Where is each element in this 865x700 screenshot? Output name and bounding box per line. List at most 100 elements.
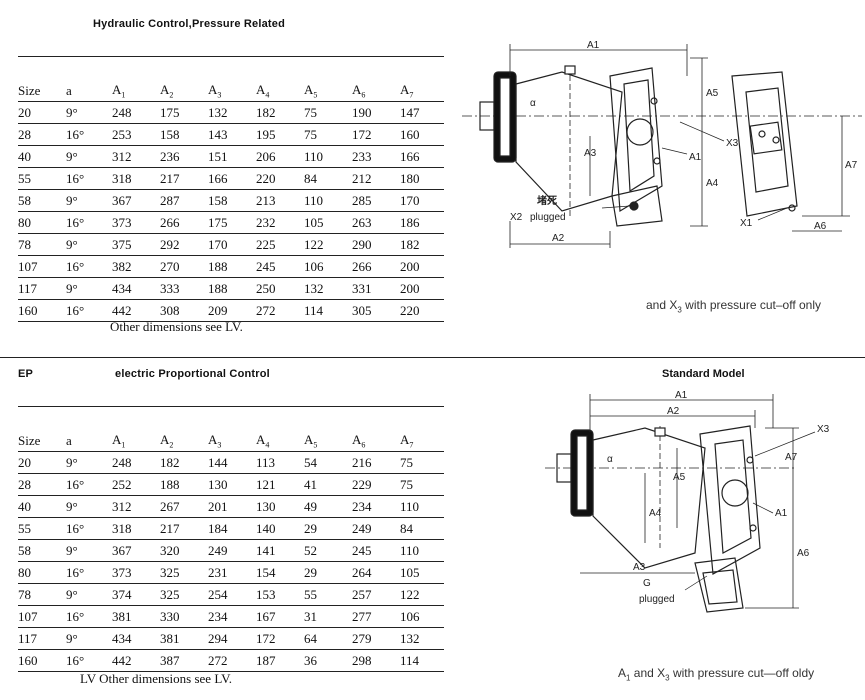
table-cell: 249 xyxy=(208,539,256,562)
column-header: A5 xyxy=(304,80,352,102)
table-cell: 290 xyxy=(352,233,400,256)
table-cell: 80 xyxy=(18,211,66,234)
table-cell: 182 xyxy=(256,101,304,124)
table-cell: 114 xyxy=(304,299,352,322)
table-cell: 184 xyxy=(208,517,256,540)
section1-top-rule xyxy=(18,56,444,57)
table-cell: 121 xyxy=(256,473,304,496)
table-cell: 200 xyxy=(400,255,444,278)
table-cell: 217 xyxy=(160,517,208,540)
table-cell: 180 xyxy=(400,167,444,190)
dim-a3-label: A3 xyxy=(633,562,646,573)
section2-caption: A1 and X3 with pressure cut—off oldy xyxy=(618,666,815,683)
table-cell: 141 xyxy=(256,539,304,562)
table-cell: 249 xyxy=(352,517,400,540)
standard-model-title: Standard Model xyxy=(662,368,745,380)
table-cell: 170 xyxy=(400,189,444,212)
x2-label: X2 xyxy=(510,212,523,223)
table-cell: 55 xyxy=(18,167,66,190)
table-cell: 382 xyxy=(112,255,160,278)
table-cell: 172 xyxy=(352,123,400,146)
section2-code: EP xyxy=(18,368,34,380)
table-cell: 75 xyxy=(304,101,352,124)
table-cell: 40 xyxy=(18,495,66,518)
table-cell: 78 xyxy=(18,583,66,606)
table-cell: 308 xyxy=(160,299,208,322)
table-cell: 16° xyxy=(66,473,112,496)
table-cell: 254 xyxy=(208,583,256,606)
table-cell: 36 xyxy=(304,649,352,672)
table-cell: 110 xyxy=(400,495,444,518)
table-cell: 106 xyxy=(304,255,352,278)
table-cell: 233 xyxy=(352,145,400,168)
table-cell: 305 xyxy=(352,299,400,322)
table-cell: 9° xyxy=(66,101,112,124)
table-cell: 9° xyxy=(66,627,112,650)
column-header: A5 xyxy=(304,430,352,452)
table-cell: 160 xyxy=(18,299,66,322)
table-cell: 75 xyxy=(304,123,352,146)
section2-top-rule xyxy=(18,406,444,407)
section1-caption: and X3 with pressure cut–off only xyxy=(646,298,821,315)
dim-a5-label: A5 xyxy=(706,88,719,99)
table-cell: 201 xyxy=(208,495,256,518)
table-cell: 312 xyxy=(112,495,160,518)
table-cell: 375 xyxy=(112,233,160,256)
x3-label: X3 xyxy=(817,424,830,435)
table-cell: 52 xyxy=(304,539,352,562)
table-cell: 9° xyxy=(66,451,112,474)
table-cell: 160 xyxy=(400,123,444,146)
table-cell: 130 xyxy=(256,495,304,518)
table-cell: 58 xyxy=(18,189,66,212)
table-cell: 78 xyxy=(18,233,66,256)
table-cell: 160 xyxy=(18,649,66,672)
table-cell: 264 xyxy=(352,561,400,584)
dim-a7-label: A7 xyxy=(785,452,798,463)
table-cell: 9° xyxy=(66,277,112,300)
section-divider xyxy=(0,357,865,358)
table-cell: 367 xyxy=(112,539,160,562)
column-header: A1 xyxy=(112,430,160,452)
table-cell: 320 xyxy=(160,539,208,562)
section2-pump-diagram: A1 A2 A3 A4 A5 A6 A7 A1 X3 G plugged α xyxy=(545,390,830,613)
table-cell: 75 xyxy=(400,473,444,496)
table-cell: 367 xyxy=(112,189,160,212)
column-header: A4 xyxy=(256,80,304,102)
alpha-label: α xyxy=(530,98,536,109)
a1-leader-label: A1 xyxy=(775,508,788,519)
table-cell: 16° xyxy=(66,255,112,278)
side-view-block xyxy=(731,71,798,217)
table-cell: 110 xyxy=(304,189,352,212)
pump-housing xyxy=(592,427,706,569)
table-cell: 234 xyxy=(352,495,400,518)
table-cell: 117 xyxy=(18,627,66,650)
table-cell: 41 xyxy=(304,473,352,496)
table-cell: 54 xyxy=(304,451,352,474)
table-cell: 236 xyxy=(160,145,208,168)
table-cell: 245 xyxy=(256,255,304,278)
table-cell: 132 xyxy=(400,627,444,650)
table-cell: 318 xyxy=(112,517,160,540)
table-cell: 110 xyxy=(400,539,444,562)
table-cell: 200 xyxy=(400,277,444,300)
table-cell: 16° xyxy=(66,649,112,672)
table-cell: 292 xyxy=(160,233,208,256)
table-cell: 132 xyxy=(304,277,352,300)
table-cell: 270 xyxy=(160,255,208,278)
table-cell: 266 xyxy=(352,255,400,278)
dim-a4-label: A4 xyxy=(706,178,719,189)
column-header: A3 xyxy=(208,430,256,452)
table-cell: 220 xyxy=(400,299,444,322)
table-cell: 298 xyxy=(352,649,400,672)
table-cell: 40 xyxy=(18,145,66,168)
column-header: A7 xyxy=(400,80,444,102)
a1-leader-label: A1 xyxy=(689,152,702,163)
